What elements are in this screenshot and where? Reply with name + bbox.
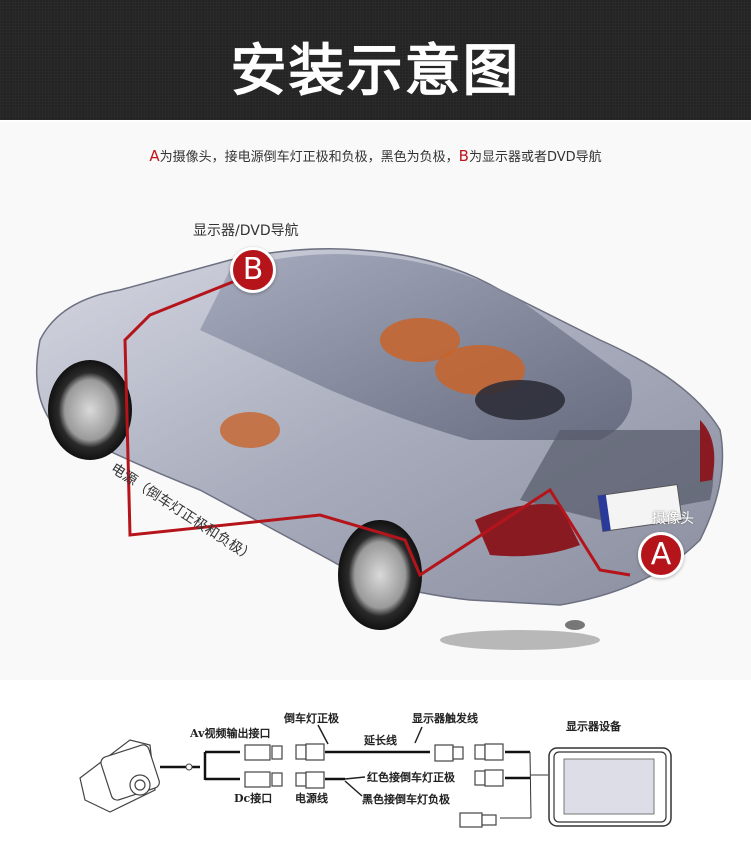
caption-text-1: 为摄像头，接电源倒车灯正极和负极，黑色为负极，: [159, 150, 459, 165]
header-banner: 安装示意图: [0, 0, 751, 120]
reverse-positive-label: 倒车灯正极: [283, 711, 340, 725]
dc-port-label: Dc接口: [234, 791, 272, 805]
trigger-wire-label: 显示器触发线: [412, 711, 478, 725]
display-dvd-label: 显示器/DVD导航: [193, 223, 299, 239]
black-wire-label: 黑色接倒车灯负极: [362, 792, 451, 806]
display-device-icon: [548, 747, 672, 827]
camera-icon: [79, 739, 160, 813]
av-output-label: Av视频输出接口: [189, 726, 270, 740]
car-cutaway-image: [35, 248, 724, 650]
caption-letter-b: B: [458, 147, 469, 165]
extension-cable-label: 延长线: [363, 733, 397, 747]
page-title: 安装示意图: [230, 39, 521, 104]
red-wire-label: 红色接倒车灯正极: [367, 770, 456, 784]
badge-a: A: [638, 532, 684, 578]
display-device-label: 显示器设备: [566, 719, 622, 733]
caption-letter-a: A: [149, 147, 160, 165]
badge-b: B: [230, 247, 276, 293]
wiring-diagram: 倒车灯正极 Av视频输出接口 延长线 显示器触发线 显示器设备 Dc接口 电源线…: [79, 711, 672, 828]
caption-text-2: 为显示器或者DVD导航: [468, 150, 602, 165]
instruction-caption: A为摄像头，接电源倒车灯正极和负极，黑色为负极，B为显示器或者DVD导航: [0, 146, 751, 165]
car-illustration: [0, 122, 751, 680]
power-cable-label: 电源线: [295, 791, 328, 805]
camera-label: 摄像头: [652, 511, 694, 527]
